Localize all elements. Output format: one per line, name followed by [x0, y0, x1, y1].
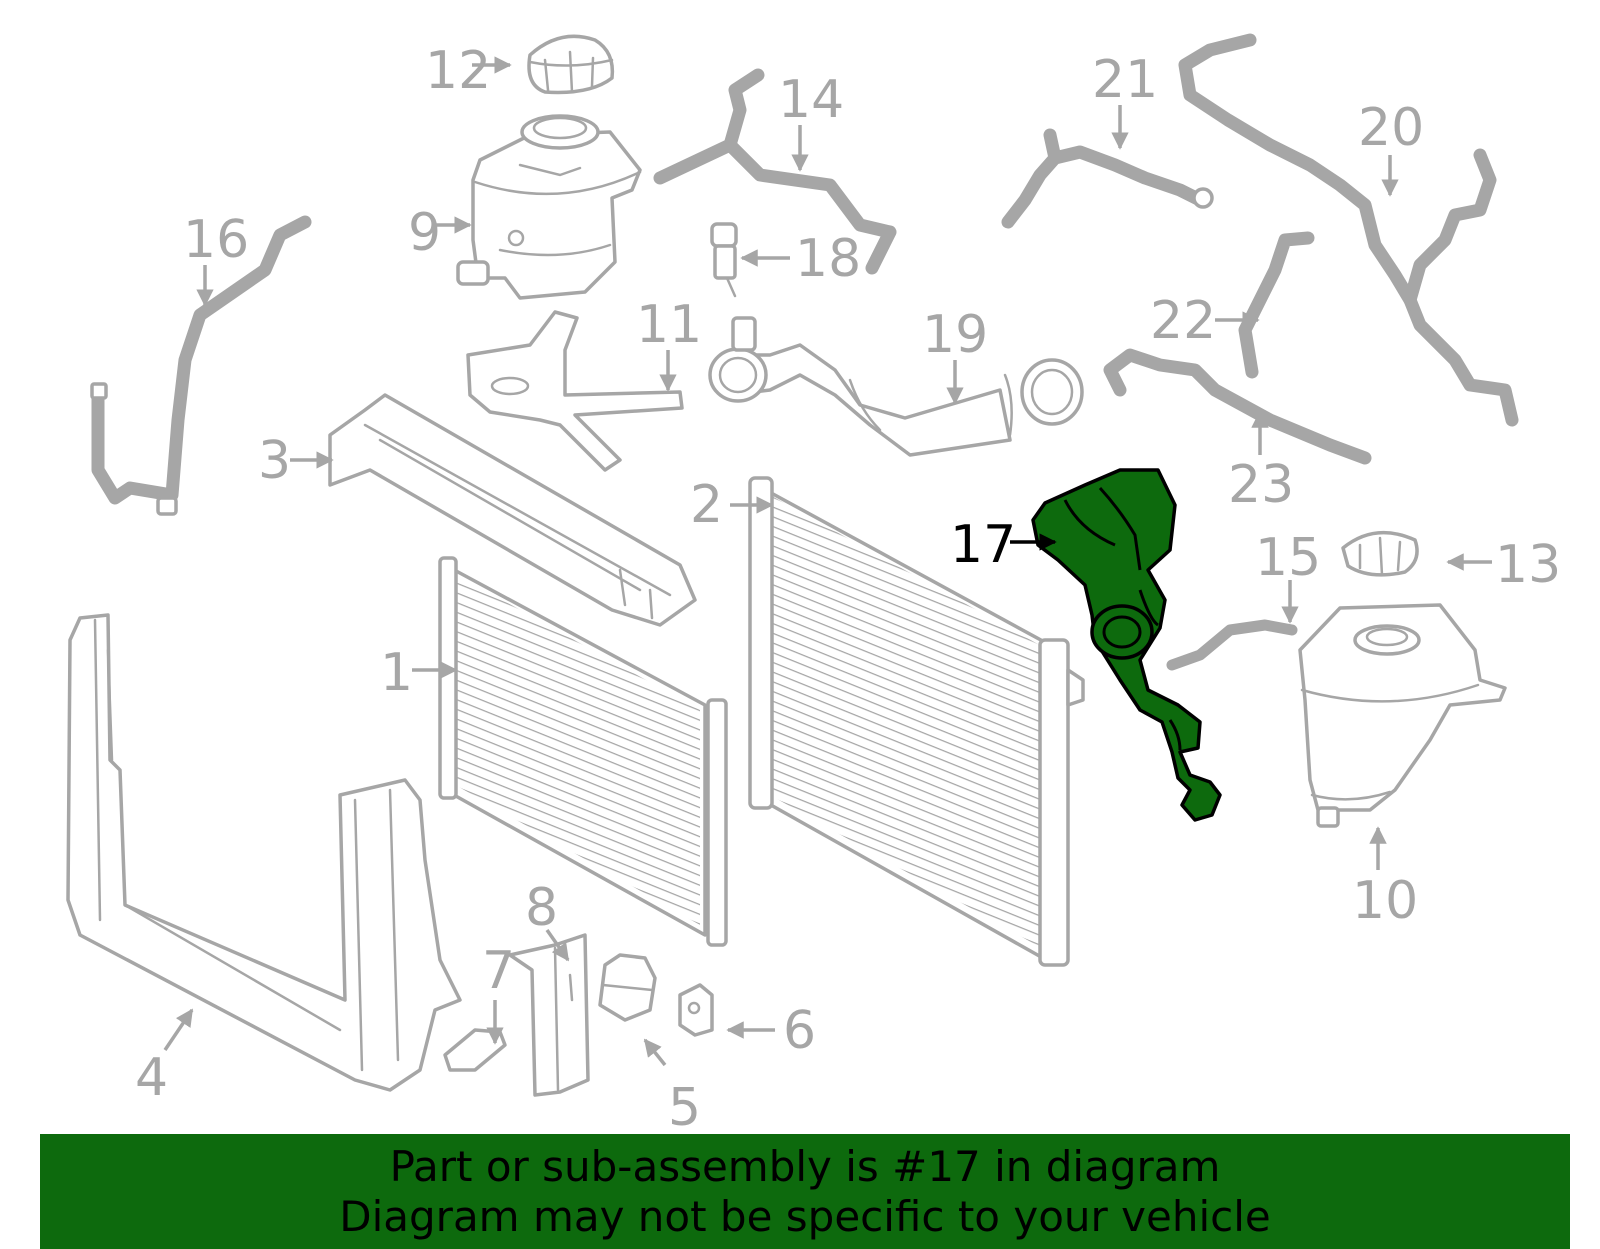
support-beam-part-3 [328, 393, 697, 627]
callout-18: 18 [795, 229, 861, 289]
coolant-cap-part-13 [1341, 530, 1419, 577]
hose-part-14 [653, 68, 897, 275]
callout-12: 12 [425, 41, 491, 101]
expansion-tank-part-10 [1298, 603, 1507, 828]
callout-14: 14 [778, 70, 844, 130]
callout-15: 15 [1255, 528, 1321, 588]
callout-13: 13 [1495, 535, 1561, 595]
callout-21: 21 [1092, 50, 1158, 110]
callout-20: 20 [1358, 98, 1424, 158]
callout-6: 6 [783, 1001, 816, 1061]
hose-part-23 [1103, 348, 1372, 465]
radiator-hose-part-17-highlighted [1031, 468, 1222, 822]
callout-7: 7 [482, 941, 515, 1001]
clip-part-6 [678, 983, 714, 1037]
hose-part-20 [1178, 33, 1519, 427]
info-banner: Part or sub-assembly is #17 in diagram D… [40, 1134, 1570, 1249]
callout-3: 3 [258, 431, 291, 491]
callout-19: 19 [922, 305, 988, 365]
expansion-tank-part-9 [456, 114, 642, 300]
sensor-part-5 [598, 953, 657, 1022]
callout-22: 22 [1150, 291, 1216, 351]
radiator-part-2 [748, 476, 1085, 967]
callout-8: 8 [525, 878, 558, 938]
banner-line-1: Part or sub-assembly is #17 in diagram [389, 1141, 1221, 1191]
callout-1: 1 [380, 643, 413, 703]
coolant-cap-part-12 [527, 34, 615, 95]
hose-part-22 [1238, 231, 1315, 379]
callout-5: 5 [668, 1078, 701, 1138]
hose-part-21 [1001, 128, 1214, 229]
leader-lines [163, 56, 1492, 1067]
condenser-part-1 [438, 556, 728, 947]
hose-part-16 [90, 215, 312, 516]
callout-4: 4 [135, 1048, 168, 1108]
callout-10: 10 [1352, 871, 1418, 931]
hose-part-15 [1166, 619, 1298, 671]
callout-labels: 12 9 14 16 18 11 19 21 20 22 23 15 13 10… [135, 41, 1561, 1138]
radiator-frame-part-4 [66, 613, 462, 1092]
callout-16: 16 [183, 210, 249, 270]
callout-9: 9 [408, 203, 441, 263]
bracket-part-11 [466, 310, 684, 472]
hose-part-19 [708, 316, 1084, 457]
callout-23: 23 [1228, 455, 1294, 515]
callout-11: 11 [636, 295, 702, 355]
callout-2: 2 [690, 475, 723, 535]
sensor-part-18 [710, 222, 738, 298]
callout-17-highlighted: 17 [950, 515, 1016, 575]
bracket-part-8 [508, 933, 590, 1097]
banner-line-2: Diagram may not be specific to your vehi… [339, 1191, 1271, 1241]
